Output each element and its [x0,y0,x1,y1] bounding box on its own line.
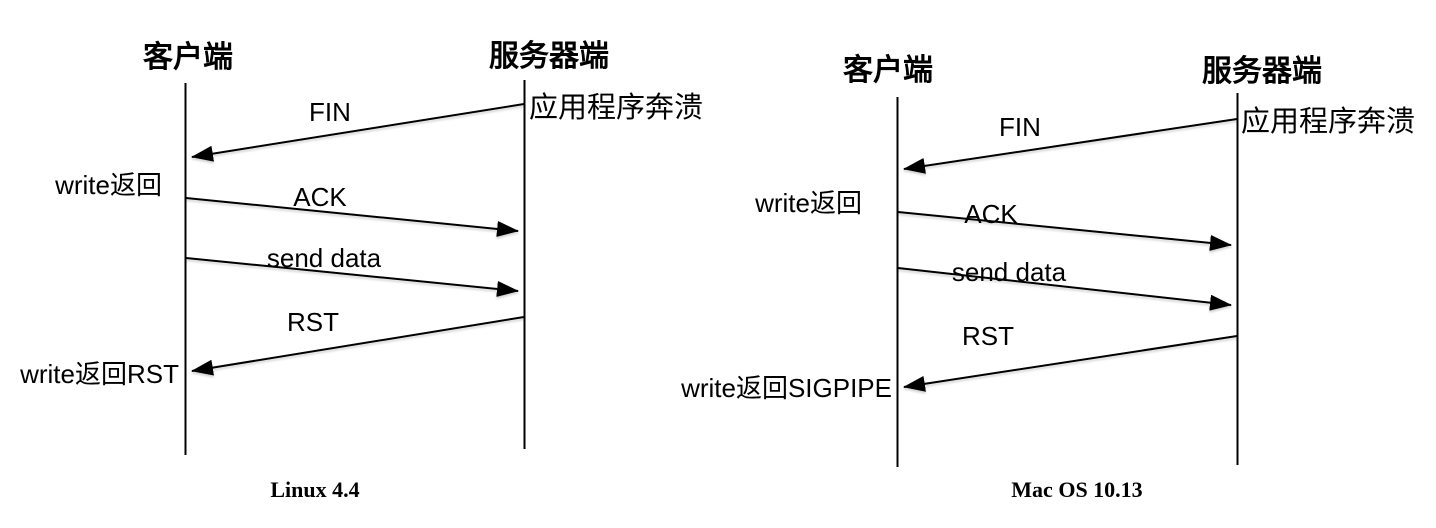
diagram-macos: 客户端 服务器端 应用程序奔溃 FIN ACK send data RST wr… [680,53,1415,502]
server-crash-note: 应用程序奔溃 [1241,105,1415,138]
client-note-write-return-rst: write返回RST [19,359,179,389]
client-note-write-return-sigpipe: write返回SIGPIPE [680,373,892,403]
actor-label-server: 服务器端 [1202,55,1322,88]
message-label-send-data: send data [952,257,1067,287]
message-label-ack: ACK [964,199,1018,229]
actor-label-client: 客户端 [143,40,233,74]
diagram-linux: 客户端 服务器端 应用程序奔溃 FIN ACK send data RST wr… [19,40,703,502]
message-arrow-ack [897,211,1232,251]
message-label-rst: RST [962,321,1014,351]
message-arrow-rst [903,335,1238,392]
message-label-ack: ACK [293,182,347,212]
message-label-send-data: send data [267,243,382,273]
actor-label-server: 服务器端 [489,40,609,73]
message-arrow-fin [191,103,525,162]
message-label-fin: FIN [999,112,1041,142]
message-arrow-send-data [897,267,1232,311]
actor-label-client: 客户端 [843,53,933,87]
diagram-caption-macos: Mac OS 10.13 [1011,477,1142,502]
message-label-fin: FIN [309,97,351,127]
message-arrow-send-data [185,257,519,297]
message-arrow-fin [903,118,1238,174]
client-note-write-return: write返回 [54,170,162,200]
server-crash-note: 应用程序奔溃 [529,91,703,124]
client-note-write-return: write返回 [754,188,862,218]
message-label-rst: RST [287,307,339,337]
diagram-caption-linux: Linux 4.4 [270,477,359,502]
message-arrow-ack [185,197,519,237]
message-arrow-rst [191,316,525,376]
